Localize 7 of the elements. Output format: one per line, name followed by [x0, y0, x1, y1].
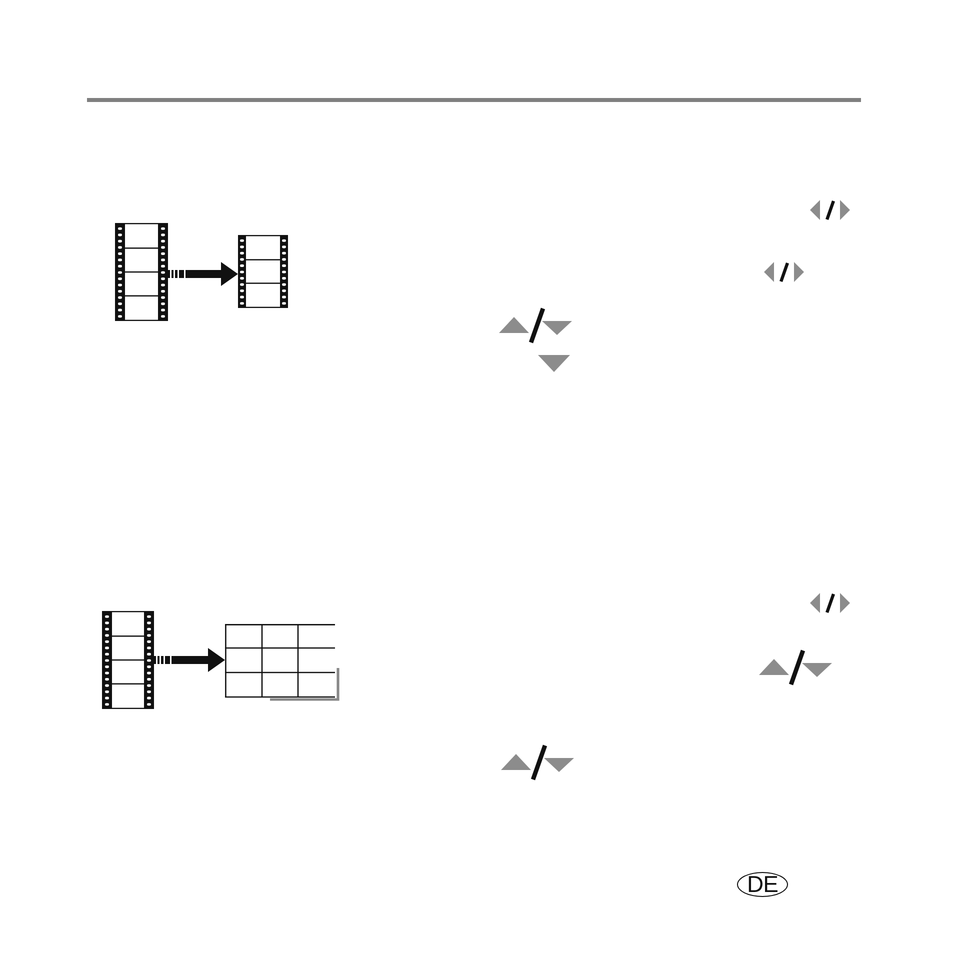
film-strip-picture — [115, 223, 168, 321]
arrow — [168, 262, 238, 286]
arrow — [154, 648, 225, 672]
thumbnail-grid-picture — [225, 624, 340, 701]
film-strip-picture — [238, 235, 288, 308]
film-strip-picture — [102, 611, 154, 709]
language-code-badge: DE — [737, 872, 788, 897]
